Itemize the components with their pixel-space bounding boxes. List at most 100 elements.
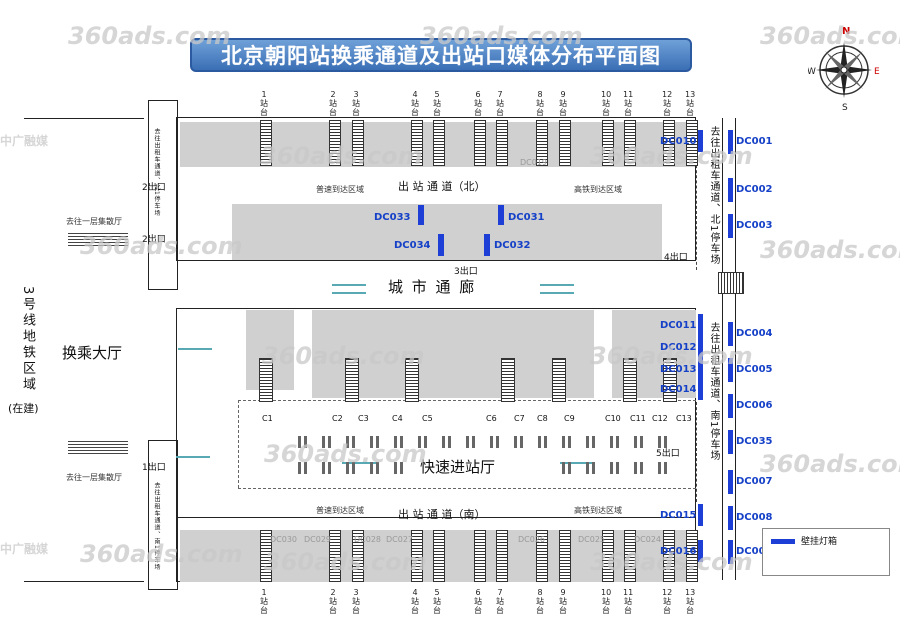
stairs-bottom-10 bbox=[602, 530, 614, 582]
media-DC011: DC011 bbox=[660, 320, 697, 331]
gate-code-C1: C1 bbox=[262, 414, 273, 423]
stairs-bottom-13 bbox=[686, 530, 698, 582]
exit-4: 4出口 bbox=[664, 253, 688, 263]
middle-block bbox=[176, 308, 696, 518]
watermark-4: 360ads.com bbox=[80, 232, 243, 260]
stairs-top-11 bbox=[624, 120, 636, 166]
seat-1-3 bbox=[370, 462, 373, 474]
seat-b-0-1 bbox=[328, 436, 331, 448]
media-DC003: DC003 bbox=[736, 220, 773, 231]
seat-b-1-1 bbox=[328, 462, 331, 474]
stairs-bottom-5 bbox=[433, 530, 445, 582]
seat-0-0 bbox=[298, 436, 301, 448]
hsr-arrival-north: 高铁到达区域 bbox=[574, 185, 622, 194]
gate-code-C6: C6 bbox=[486, 414, 497, 423]
platform-label-bottom-11: 11 站 台 bbox=[623, 588, 634, 615]
media-bar-DC011 bbox=[698, 314, 703, 336]
watermark-cn-1: 中广融媒 bbox=[0, 134, 49, 148]
to-taxi-north-left: 去往出租车通道、北1停车场 bbox=[153, 128, 160, 217]
stairs-top-13 bbox=[686, 120, 698, 166]
to-taxi-south-left: 去往出租车通道、南1停车场 bbox=[153, 482, 160, 571]
seat-b-1-13 bbox=[616, 462, 619, 474]
stairs-top-7 bbox=[496, 120, 508, 166]
seat-b-0-2 bbox=[352, 436, 355, 448]
media-DC016: DC016 bbox=[660, 546, 697, 557]
platform-label-bottom-9: 9 站 台 bbox=[559, 588, 567, 615]
media-faint-DC026: DC026 bbox=[518, 535, 546, 544]
gate-code-C7: C7 bbox=[514, 414, 525, 423]
stairs-bottom-4 bbox=[411, 530, 423, 582]
platform-label-top-9: 9 站 台 bbox=[559, 90, 567, 117]
media-DC001: DC001 bbox=[736, 136, 773, 147]
gate-code-C3: C3 bbox=[358, 414, 369, 423]
flow-arrow-5 bbox=[342, 462, 376, 464]
platform-label-top-1: 1 站 台 bbox=[260, 90, 268, 117]
to-gathering-bottom: 去往一层集散厅 bbox=[66, 473, 122, 482]
media-DC004: DC004 bbox=[736, 328, 773, 339]
media-DC033: DC033 bbox=[374, 212, 411, 223]
media-faint-DC025: DC025 bbox=[578, 535, 606, 544]
watermark-6: 360ads.com bbox=[260, 142, 423, 170]
turnstiles-top-left bbox=[68, 232, 128, 248]
stairs-top-10 bbox=[602, 120, 614, 166]
flow-arrow-2 bbox=[332, 292, 366, 294]
seat-b-1-2 bbox=[352, 462, 355, 474]
compass-s: S bbox=[842, 103, 848, 110]
metro-line3-note: (在建) bbox=[8, 402, 39, 415]
seat-0-14 bbox=[634, 436, 637, 448]
platform-label-top-6: 6 站 台 bbox=[474, 90, 482, 117]
platform-label-top-8: 8 站 台 bbox=[536, 90, 544, 117]
media-faint-DC019: DC019 bbox=[520, 158, 548, 167]
watermark-14: 360ads.com bbox=[80, 540, 243, 568]
media-faint-DC030: DC030 bbox=[270, 535, 298, 544]
city-corridor: 城 市 通 廊 bbox=[388, 278, 477, 296]
flow-arrow-1 bbox=[332, 284, 366, 286]
seat-1-13 bbox=[610, 462, 613, 474]
seat-b-0-13 bbox=[616, 436, 619, 448]
media-bar-DC033 bbox=[418, 205, 424, 225]
stairs-top-1 bbox=[260, 120, 272, 166]
platform-label-bottom-5: 5 站 台 bbox=[433, 588, 441, 615]
left-wing-south bbox=[148, 440, 178, 590]
seat-b-1-14 bbox=[640, 462, 643, 474]
stairs-bottom-1 bbox=[260, 530, 272, 582]
seat-1-2 bbox=[346, 462, 349, 474]
legend-label: 壁挂灯箱 bbox=[801, 537, 838, 547]
platform-label-top-2: 2 站 台 bbox=[329, 90, 337, 117]
to-south-parking: 去往出租车通道、南1停车场 bbox=[708, 322, 719, 462]
gate-code-C11: C11 bbox=[630, 414, 646, 423]
media-bar-DC004 bbox=[728, 322, 733, 346]
platform-label-bottom-7: 7 站 台 bbox=[496, 588, 504, 615]
platform-label-top-11: 11 站 台 bbox=[623, 90, 634, 117]
seat-0-4 bbox=[394, 436, 397, 448]
seat-b-0-8 bbox=[496, 436, 499, 448]
media-bar-DC014 bbox=[698, 378, 703, 400]
left-wing-north bbox=[148, 100, 178, 290]
seat-0-3 bbox=[370, 436, 373, 448]
media-bar-DC034 bbox=[438, 234, 444, 256]
media-bar-DC010 bbox=[698, 130, 703, 152]
media-DC009: DC009 bbox=[736, 546, 773, 557]
media-DC015: DC015 bbox=[660, 510, 697, 521]
media-bar-DC008 bbox=[728, 506, 733, 530]
gate-code-C5: C5 bbox=[422, 414, 433, 423]
media-bar-DC002 bbox=[728, 178, 733, 202]
gate-escalator-5 bbox=[552, 358, 566, 402]
media-DC014: DC014 bbox=[660, 384, 697, 395]
media-DC010: DC010 bbox=[660, 136, 697, 147]
platform-label-top-4: 4 站 台 bbox=[411, 90, 419, 117]
seat-0-5 bbox=[418, 436, 421, 448]
gate-code-C10: C10 bbox=[605, 414, 621, 423]
stairs-bottom-12 bbox=[663, 530, 675, 582]
gate-code-C12: C12 bbox=[652, 414, 668, 423]
platform-label-bottom-8: 8 站 台 bbox=[536, 588, 544, 615]
seat-b-0-4 bbox=[400, 436, 403, 448]
media-bar-DC001 bbox=[728, 130, 733, 154]
gate-escalator-6 bbox=[623, 358, 637, 402]
gate-code-C8: C8 bbox=[537, 414, 548, 423]
media-bar-DC005 bbox=[728, 358, 733, 382]
gate-code-C13: C13 bbox=[676, 414, 692, 423]
flow-arrow-7 bbox=[178, 348, 212, 350]
gate-zone bbox=[312, 310, 594, 398]
to-north-parking: 去往出租车通道、北1停车场 bbox=[708, 126, 719, 266]
